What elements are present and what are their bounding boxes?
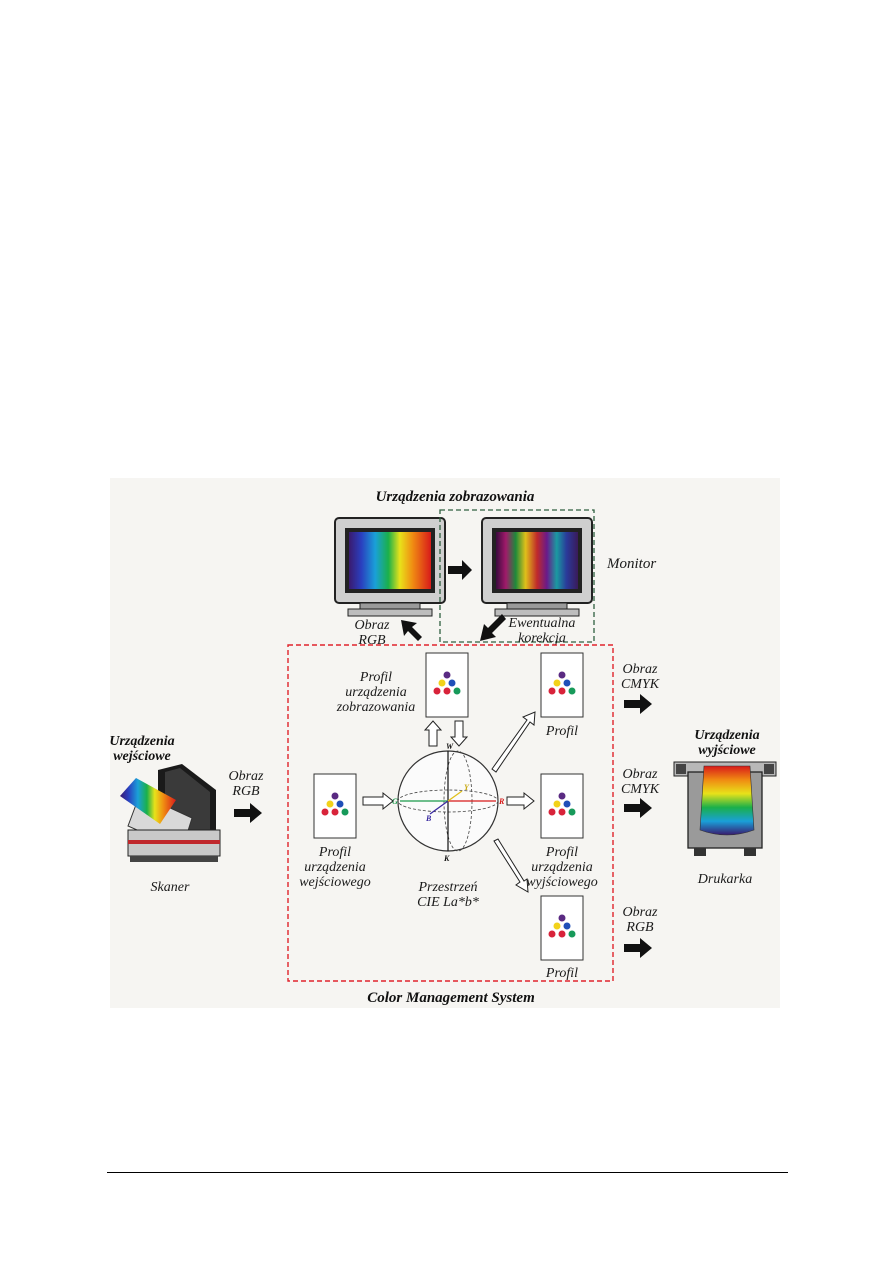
output-devices-line2: wyjściowe <box>698 743 756 758</box>
input-profile-line2: urządzenia <box>304 860 365 875</box>
cms-dashed-box <box>287 644 614 982</box>
input-profile-card <box>313 773 357 839</box>
display-profile-line1: Profil <box>359 670 392 685</box>
out-cmyk-1-line2: CMYK <box>621 677 660 692</box>
printer-label: Drukarka <box>697 872 752 887</box>
monitor-label: Monitor <box>606 556 656 572</box>
monitor-1-icon <box>334 517 446 617</box>
display-profile-line2: urządzenia <box>345 685 406 700</box>
input-devices-line1: Urządzenia <box>110 734 175 749</box>
output-devices-line1: Urządzenia <box>694 728 759 743</box>
input-arrow-line2: RGB <box>231 784 260 799</box>
axis-b-label: B <box>425 814 432 823</box>
hollow-arrows <box>362 711 536 893</box>
profile-bottom-label: Profil <box>545 966 578 981</box>
color-management-diagram: Urządzenia zobrazowania Monitor Obraz RG… <box>110 478 780 1008</box>
axis-g-label: G <box>392 797 398 806</box>
monitor-2-icon <box>481 517 593 617</box>
axis-y-label: Y <box>464 783 470 792</box>
out-rgb-line1: Obraz <box>622 905 658 920</box>
display-section-title: Urządzenia zobrazowania <box>376 489 535 505</box>
color-space-line2: CIE La*b* <box>417 895 479 910</box>
display-profile-card <box>425 652 469 718</box>
printer-icon <box>673 761 777 856</box>
axis-k-label: K <box>443 854 450 863</box>
axis-w-label: W <box>446 742 454 751</box>
profile-top-label: Profil <box>545 724 578 739</box>
scanner-label: Skaner <box>151 880 190 895</box>
input-devices-line2: wejściowe <box>113 749 171 764</box>
output-profile-line1: Profil <box>545 845 578 860</box>
input-profile-line1: Profil <box>318 845 351 860</box>
monitor-dashed-box <box>439 509 595 643</box>
arrow-from-correction <box>480 614 506 641</box>
input-profile-line3: wejściowego <box>299 875 371 890</box>
arrow-to-monitor <box>401 620 422 641</box>
profile-bottom-card <box>540 895 584 961</box>
output-profile-card <box>540 773 584 839</box>
input-arrow-line1: Obraz <box>228 769 264 784</box>
out-cmyk-1-line1: Obraz <box>622 662 658 677</box>
color-space-line1: Przestrzeń <box>417 880 477 895</box>
out-cmyk-2-line1: Obraz <box>622 767 658 782</box>
output-profile-line2: urządzenia <box>531 860 592 875</box>
rgb-image-line1: Obraz <box>354 618 390 633</box>
output-profile-line3: wyjściowego <box>526 875 598 890</box>
out-cmyk-1-arrow <box>624 694 652 714</box>
profile-top-card <box>540 652 584 718</box>
scanner-icon <box>120 764 221 862</box>
out-rgb-line2: RGB <box>625 920 654 935</box>
correction-line1: Ewentualna <box>508 616 576 631</box>
diagram-canvas: Urządzenia zobrazowania Monitor Obraz RG… <box>110 489 777 1006</box>
out-cmyk-2-arrow <box>624 798 652 818</box>
correction-line2: korekcja <box>518 631 566 646</box>
rgb-image-line2: RGB <box>357 633 386 648</box>
out-cmyk-2-line2: CMYK <box>621 782 660 797</box>
axis-r-label: R <box>498 797 505 806</box>
arrow-to-correction-monitor <box>448 560 472 580</box>
lab-color-space-sphere-icon <box>397 750 499 852</box>
out-rgb-arrow <box>624 938 652 958</box>
cms-label: Color Management System <box>367 990 535 1006</box>
input-rgb-arrow <box>234 803 262 823</box>
display-profile-line3: zobrazowania <box>336 700 416 715</box>
footer-rule <box>107 1172 788 1173</box>
